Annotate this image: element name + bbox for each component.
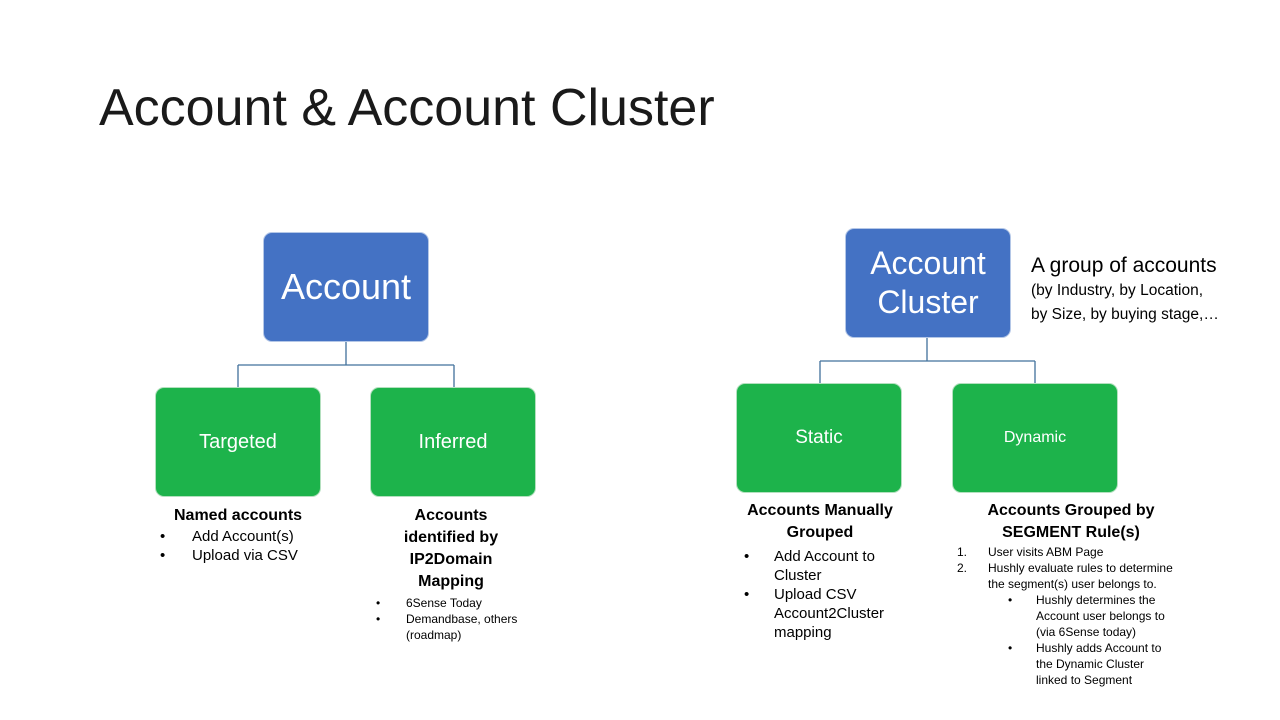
cluster-connector — [819, 337, 1036, 384]
list-item: 2.Hushly evaluate rules to determine the… — [957, 561, 1173, 591]
static-bullets: •Add Account to Cluster •Upload CSV Acco… — [736, 547, 904, 642]
dynamic-description: Accounts Grouped by SEGMENT Rule(s) 1.Us… — [952, 500, 1192, 688]
account-connector — [237, 341, 455, 388]
list-item: •Demandbase, others (roadmap) — [376, 612, 518, 642]
static-description: Accounts Manually Grouped •Add Account t… — [736, 500, 904, 642]
inferred-heading: Accounts identified by IP2Domain Mapping — [403, 507, 499, 590]
targeted-bullets: •Add Account(s) •Upload via CSV — [160, 527, 340, 565]
dynamic-steps: 1.User visits ABM Page 2.Hushly evaluate… — [952, 544, 1192, 592]
dynamic-sub-bullets: •Hushly determines the Account user belo… — [952, 592, 1192, 688]
inferred-bullets: •6Sense Today •Demandbase, others (roadm… — [372, 595, 530, 643]
list-item: •Hushly adds Account to the Dynamic Clus… — [1008, 641, 1162, 687]
static-heading: Accounts Manually Grouped — [747, 502, 893, 541]
list-item: •Upload CSV Account2Cluster mapping — [744, 586, 885, 641]
list-item: •Upload via CSV — [160, 547, 298, 564]
list-item: •Add Account to Cluster — [744, 548, 875, 584]
targeted-description: Named accounts •Add Account(s) •Upload v… — [160, 505, 340, 565]
dynamic-heading: Accounts Grouped by SEGMENT Rule(s) — [987, 502, 1155, 541]
inferred-node: Inferred — [370, 387, 536, 497]
account-cluster-node: Account Cluster — [845, 228, 1011, 338]
static-node: Static — [736, 383, 902, 493]
account-node: Account — [263, 232, 429, 342]
list-item: •Add Account(s) — [160, 528, 294, 545]
list-item: •Hushly determines the Account user belo… — [1008, 593, 1165, 639]
list-item: 1.User visits ABM Page — [957, 545, 1104, 559]
dynamic-node: Dynamic — [952, 383, 1118, 493]
targeted-heading: Named accounts — [174, 507, 303, 524]
slide-title: Account & Account Cluster — [99, 79, 715, 137]
list-item: •6Sense Today — [376, 596, 482, 610]
inferred-description: Accounts identified by IP2Domain Mapping… — [372, 505, 530, 643]
cluster-note: A group of accounts (by Industry, by Loc… — [1031, 254, 1219, 323]
targeted-node: Targeted — [155, 387, 321, 497]
